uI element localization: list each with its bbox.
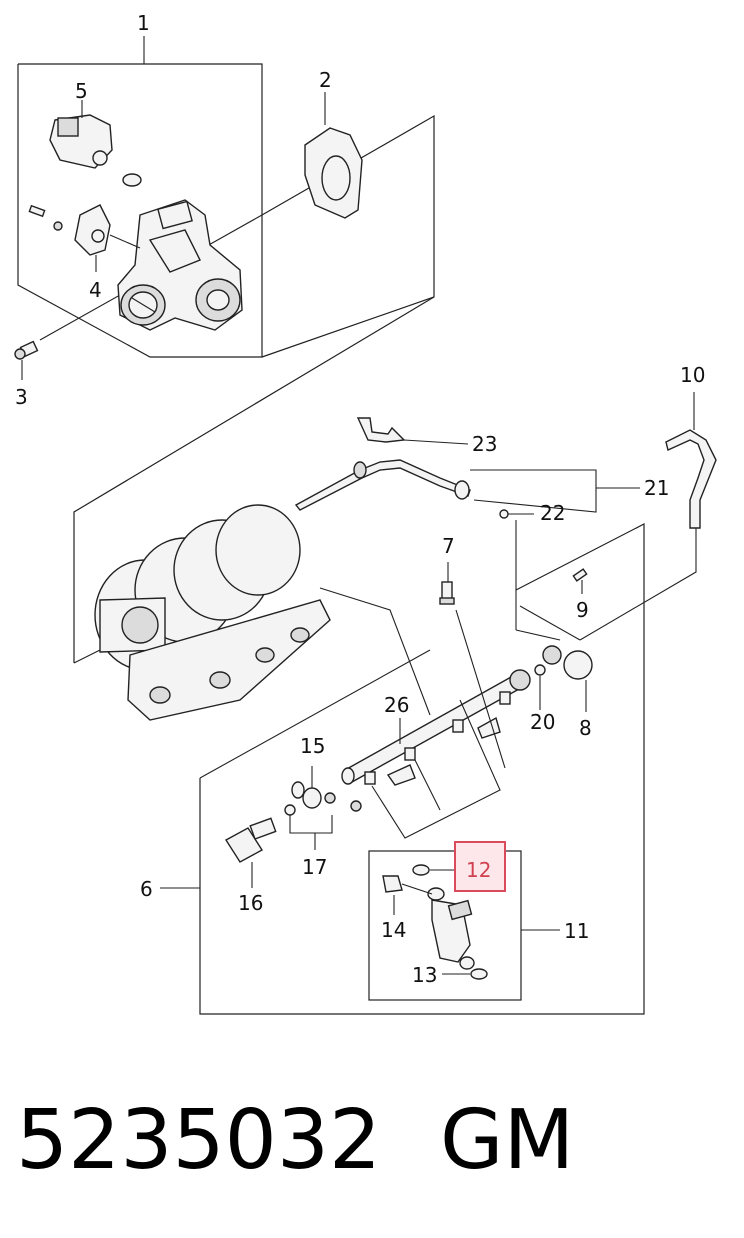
- callout-5: 5: [75, 79, 88, 103]
- callout-10: 10: [680, 363, 705, 387]
- bolt-icon: [572, 568, 588, 594]
- clip-icon: [382, 875, 403, 893]
- group-1-frame: [17, 63, 263, 358]
- callout-13: 13: [412, 963, 437, 987]
- throttle-gasket-icon: [304, 127, 363, 219]
- callout-14: 14: [381, 918, 406, 942]
- fuel-fitting-icon: [284, 781, 362, 816]
- callout-21: 21: [644, 476, 669, 500]
- callout-9: 9: [576, 598, 589, 622]
- callout-12: 12: [466, 858, 491, 882]
- pressure-regulator-icon: [534, 645, 593, 680]
- highlight-box-12: [454, 841, 506, 892]
- brand-name: GM: [440, 1093, 574, 1188]
- fuel-rail-group: [160, 523, 645, 1015]
- callout-2: 2: [319, 68, 332, 92]
- fuel-injector-icon: [427, 887, 475, 970]
- callout-15: 15: [300, 734, 325, 758]
- callout-16: 16: [238, 891, 263, 915]
- throttle-body-icon: [117, 199, 243, 331]
- callout-7: 7: [442, 534, 455, 558]
- callout-11: 11: [564, 919, 589, 943]
- intake-manifold-group: [73, 296, 435, 721]
- injector-subgroup-frame: [368, 850, 522, 1001]
- callout-3: 3: [15, 385, 28, 409]
- idle-air-valve-icon: [49, 114, 142, 187]
- callout-4: 4: [89, 278, 102, 302]
- throttle-body-group: [14, 36, 435, 380]
- callout-26: 26: [384, 693, 409, 717]
- o-ring-icon: [412, 864, 488, 980]
- bracket-icon: [356, 417, 406, 443]
- part-number: 5235032: [16, 1093, 381, 1188]
- bolt-icon: [439, 581, 455, 605]
- fuel-pipe-icon: [294, 459, 471, 511]
- throttle-sensor-icon: [28, 204, 111, 256]
- intake-manifold-icon: [94, 504, 331, 721]
- callout-6: 6: [140, 877, 153, 901]
- callout-23: 23: [472, 432, 497, 456]
- fuel-pipe-group: [294, 392, 717, 641]
- callout-20: 20: [530, 710, 555, 734]
- callout-1: 1: [137, 11, 150, 35]
- hose-icon: [665, 429, 717, 529]
- bolt-icon: [225, 817, 277, 863]
- callout-8: 8: [579, 716, 592, 740]
- callout-17: 17: [302, 855, 327, 879]
- bolt-icon: [14, 340, 39, 360]
- fuel-rail-icon: [341, 669, 531, 786]
- callout-22: 22: [540, 501, 565, 525]
